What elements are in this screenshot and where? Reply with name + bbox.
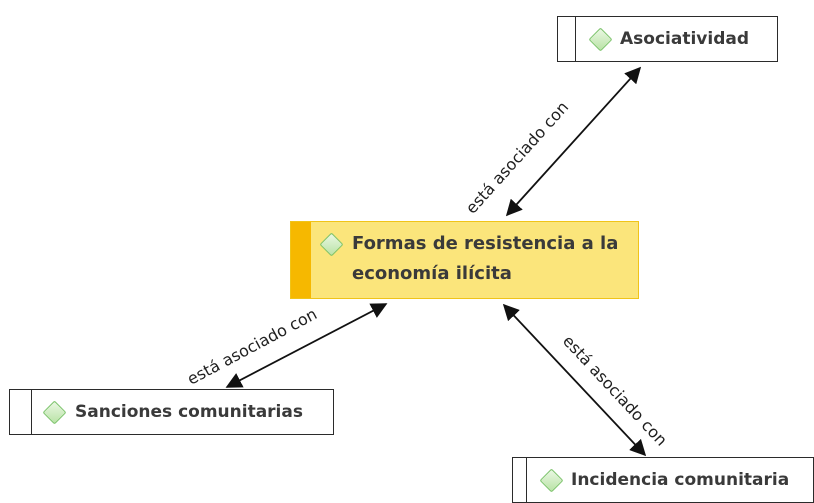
edge-line-sanciones[interactable] [225,303,388,388]
code-diamond-icon [319,232,344,257]
node-label: Asociatividad [620,28,750,49]
code-diamond-icon [539,467,564,493]
node-stripe [513,458,527,502]
node-sanciones[interactable]: Sanciones comunitarias [9,389,334,435]
node-stripe [10,390,32,434]
node-label: Sanciones comunitarias [75,401,303,422]
code-diamond-icon [42,399,67,425]
edge-line-incidencia[interactable] [502,303,647,457]
code-diamond-icon [588,26,613,52]
node-central[interactable]: Formas de resistencia a la economía ilíc… [290,221,639,299]
node-incidencia[interactable]: Incidencia comunitaria [512,457,814,503]
edge-line-asociatividad[interactable] [505,66,642,217]
node-stripe [558,17,576,61]
node-label: Formas de resistencia a la economía ilíc… [352,233,619,284]
node-asociatividad[interactable]: Asociatividad [557,16,778,62]
node-label: Incidencia comunitaria [571,469,790,490]
node-stripe [291,222,311,298]
